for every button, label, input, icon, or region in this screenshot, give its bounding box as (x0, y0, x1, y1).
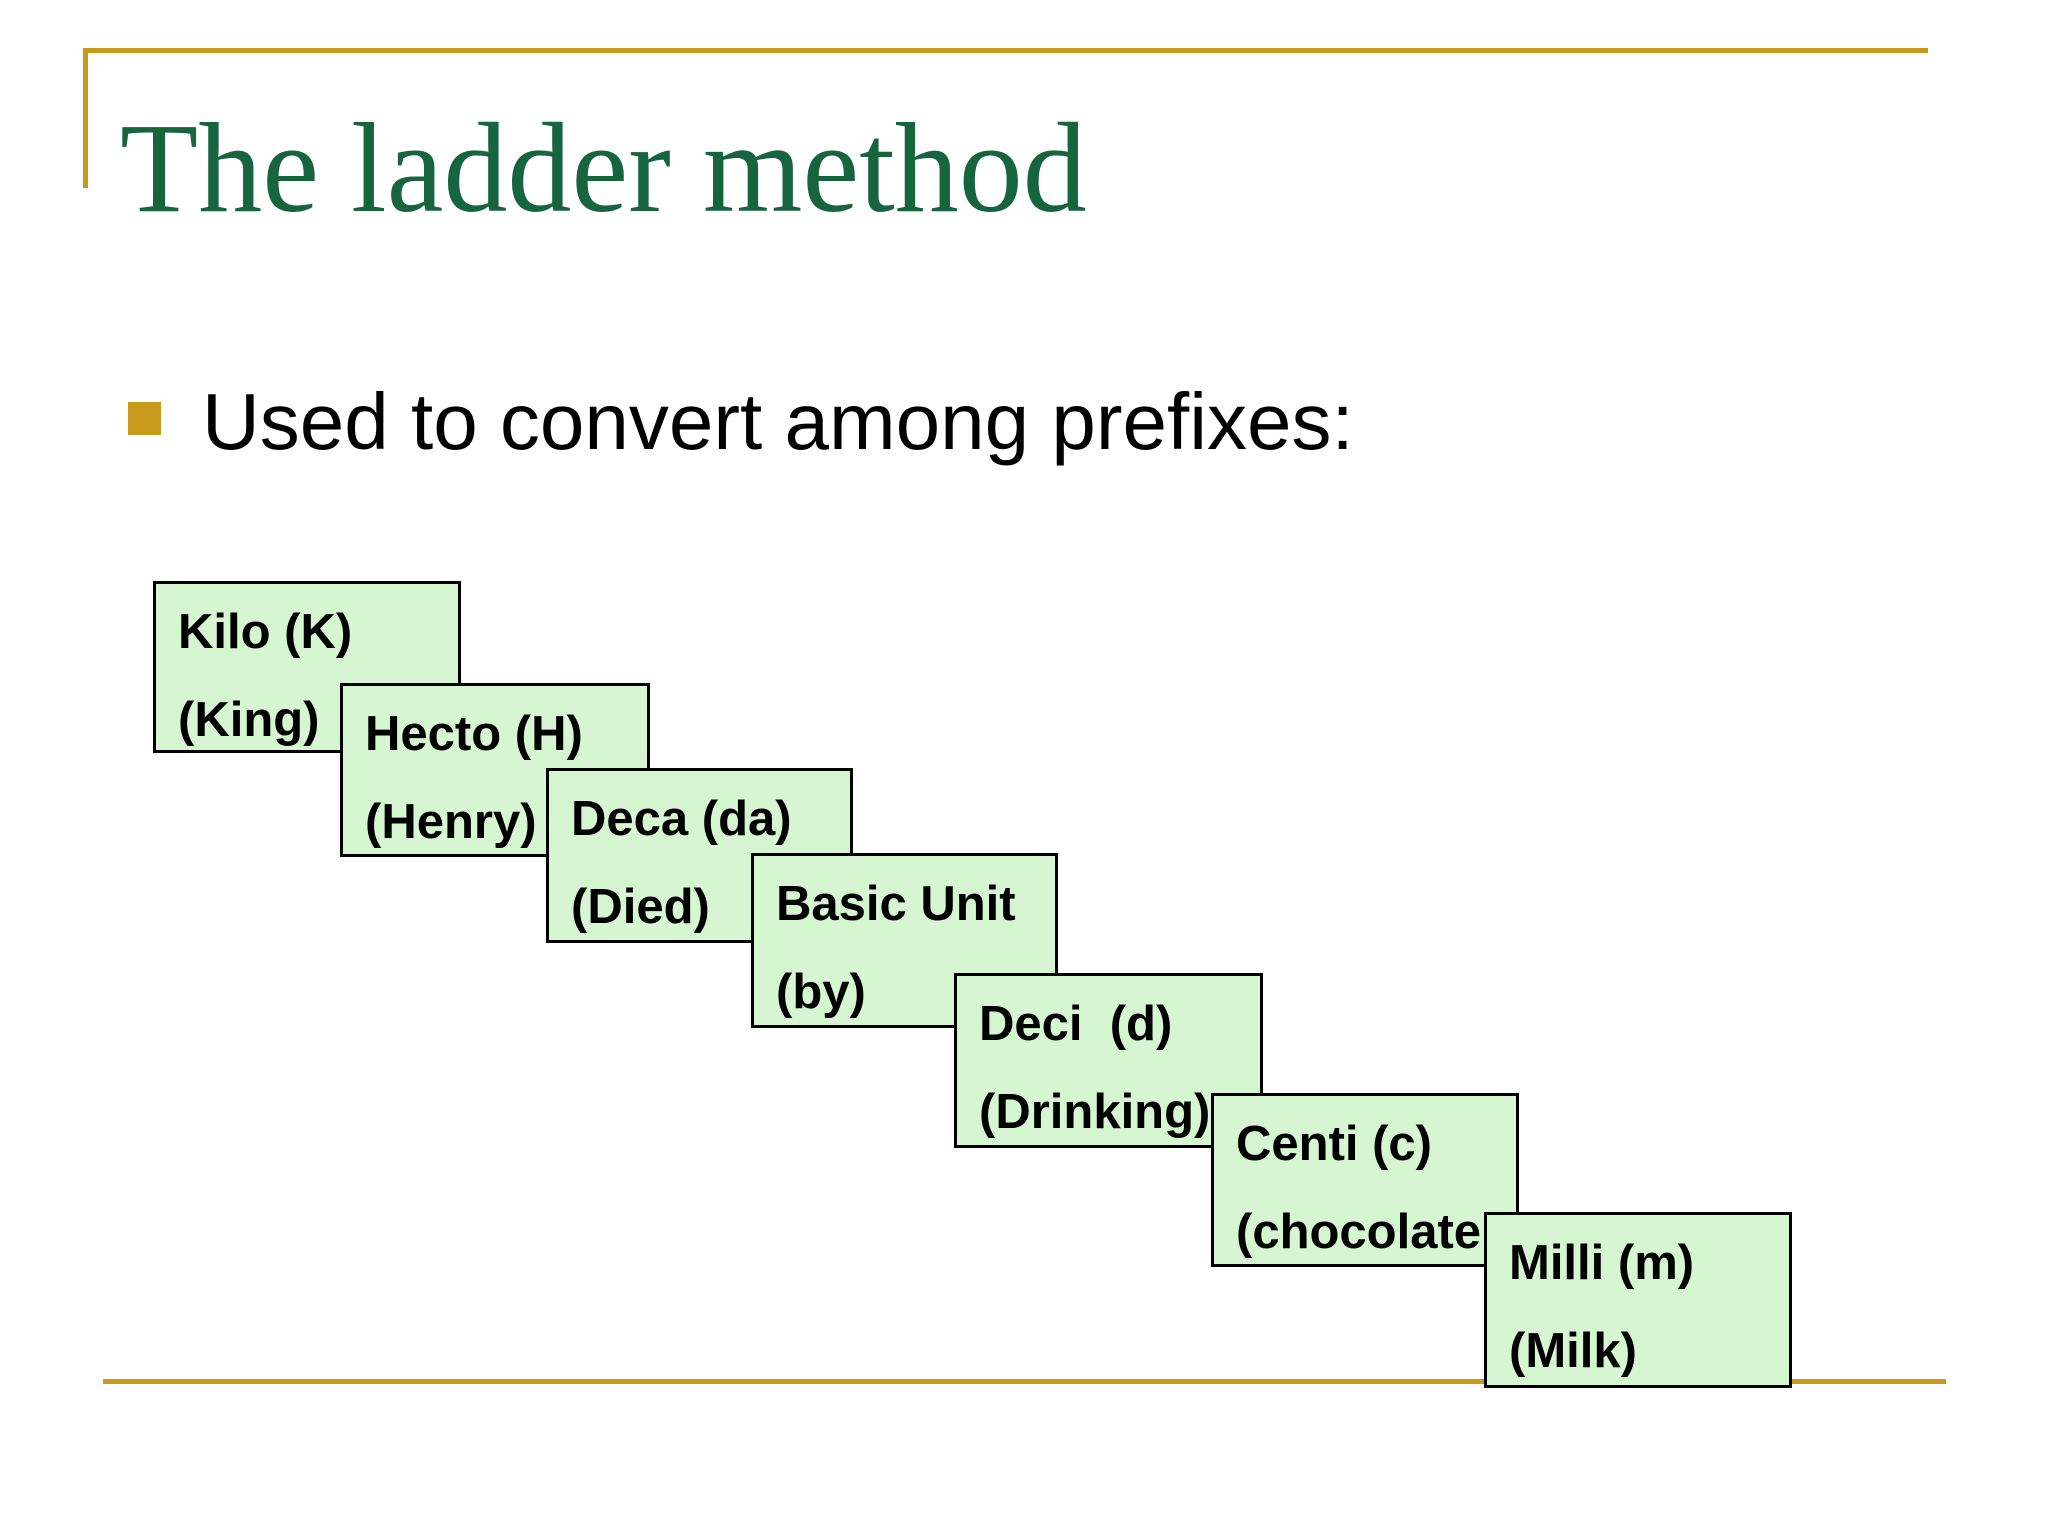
mnemonic-label: (King) (178, 693, 320, 747)
mnemonic-label: (Milk) (1509, 1324, 1637, 1378)
prefix-label: Deca (da) (571, 792, 792, 846)
mnemonic-label: (Henry) (365, 795, 537, 849)
mnemonic-label: (Died) (571, 880, 710, 934)
mnemonic-label: (Drinking) (979, 1085, 1211, 1139)
ladder-box-milli: Milli (m) (Milk) (1484, 1212, 1792, 1388)
prefix-label: Hecto (H) (365, 707, 583, 761)
left-border-line (83, 48, 88, 188)
mnemonic-label: (chocolate (1236, 1205, 1482, 1259)
prefix-label: Deci (d) (979, 997, 1173, 1051)
ladder-box-centi: Centi (c) (chocolate (1211, 1093, 1519, 1267)
prefix-label: Milli (m) (1509, 1236, 1695, 1290)
prefix-label: Centi (c) (1236, 1117, 1432, 1171)
prefix-label: Kilo (K) (178, 605, 353, 659)
bullet-square-icon (128, 402, 161, 435)
slide-title: The ladder method (120, 97, 1087, 239)
bottom-border-line (103, 1379, 1946, 1384)
mnemonic-label: (by) (776, 965, 866, 1019)
top-border-line (85, 48, 1928, 53)
bullet-text: Used to convert among prefixes: (202, 377, 1354, 466)
prefix-label: Basic Unit (776, 877, 1016, 931)
